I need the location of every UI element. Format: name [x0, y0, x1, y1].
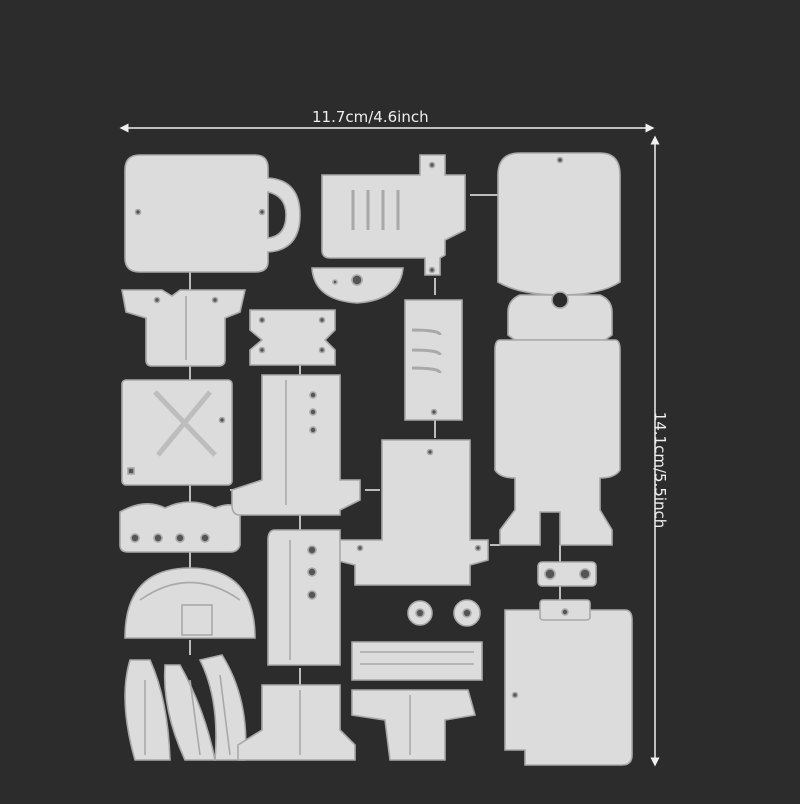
die-leaves — [124, 654, 247, 761]
die-eyes — [407, 599, 481, 627]
die-board — [351, 641, 483, 681]
width-dimension-label: 11.7cm/4.6inch — [312, 108, 429, 126]
die-jacket — [267, 529, 341, 666]
die-figure — [494, 152, 621, 546]
die-dome — [124, 567, 256, 639]
die-vest-top — [321, 154, 466, 276]
die-pieces — [119, 152, 633, 766]
die-spine — [404, 299, 463, 421]
die-collar — [311, 267, 404, 304]
die-mug — [124, 154, 301, 273]
die-crown-band — [119, 501, 241, 553]
die-backpack — [504, 599, 633, 766]
die-bowtie — [249, 309, 336, 366]
die-small-buttons — [537, 561, 597, 587]
die-shorts — [351, 689, 477, 761]
die-boots — [237, 684, 356, 761]
height-dimension-label: 14.1cm/5.5inch — [651, 411, 669, 529]
die-crate — [121, 379, 233, 486]
die-shirt — [121, 289, 247, 367]
die-coat — [231, 374, 361, 516]
